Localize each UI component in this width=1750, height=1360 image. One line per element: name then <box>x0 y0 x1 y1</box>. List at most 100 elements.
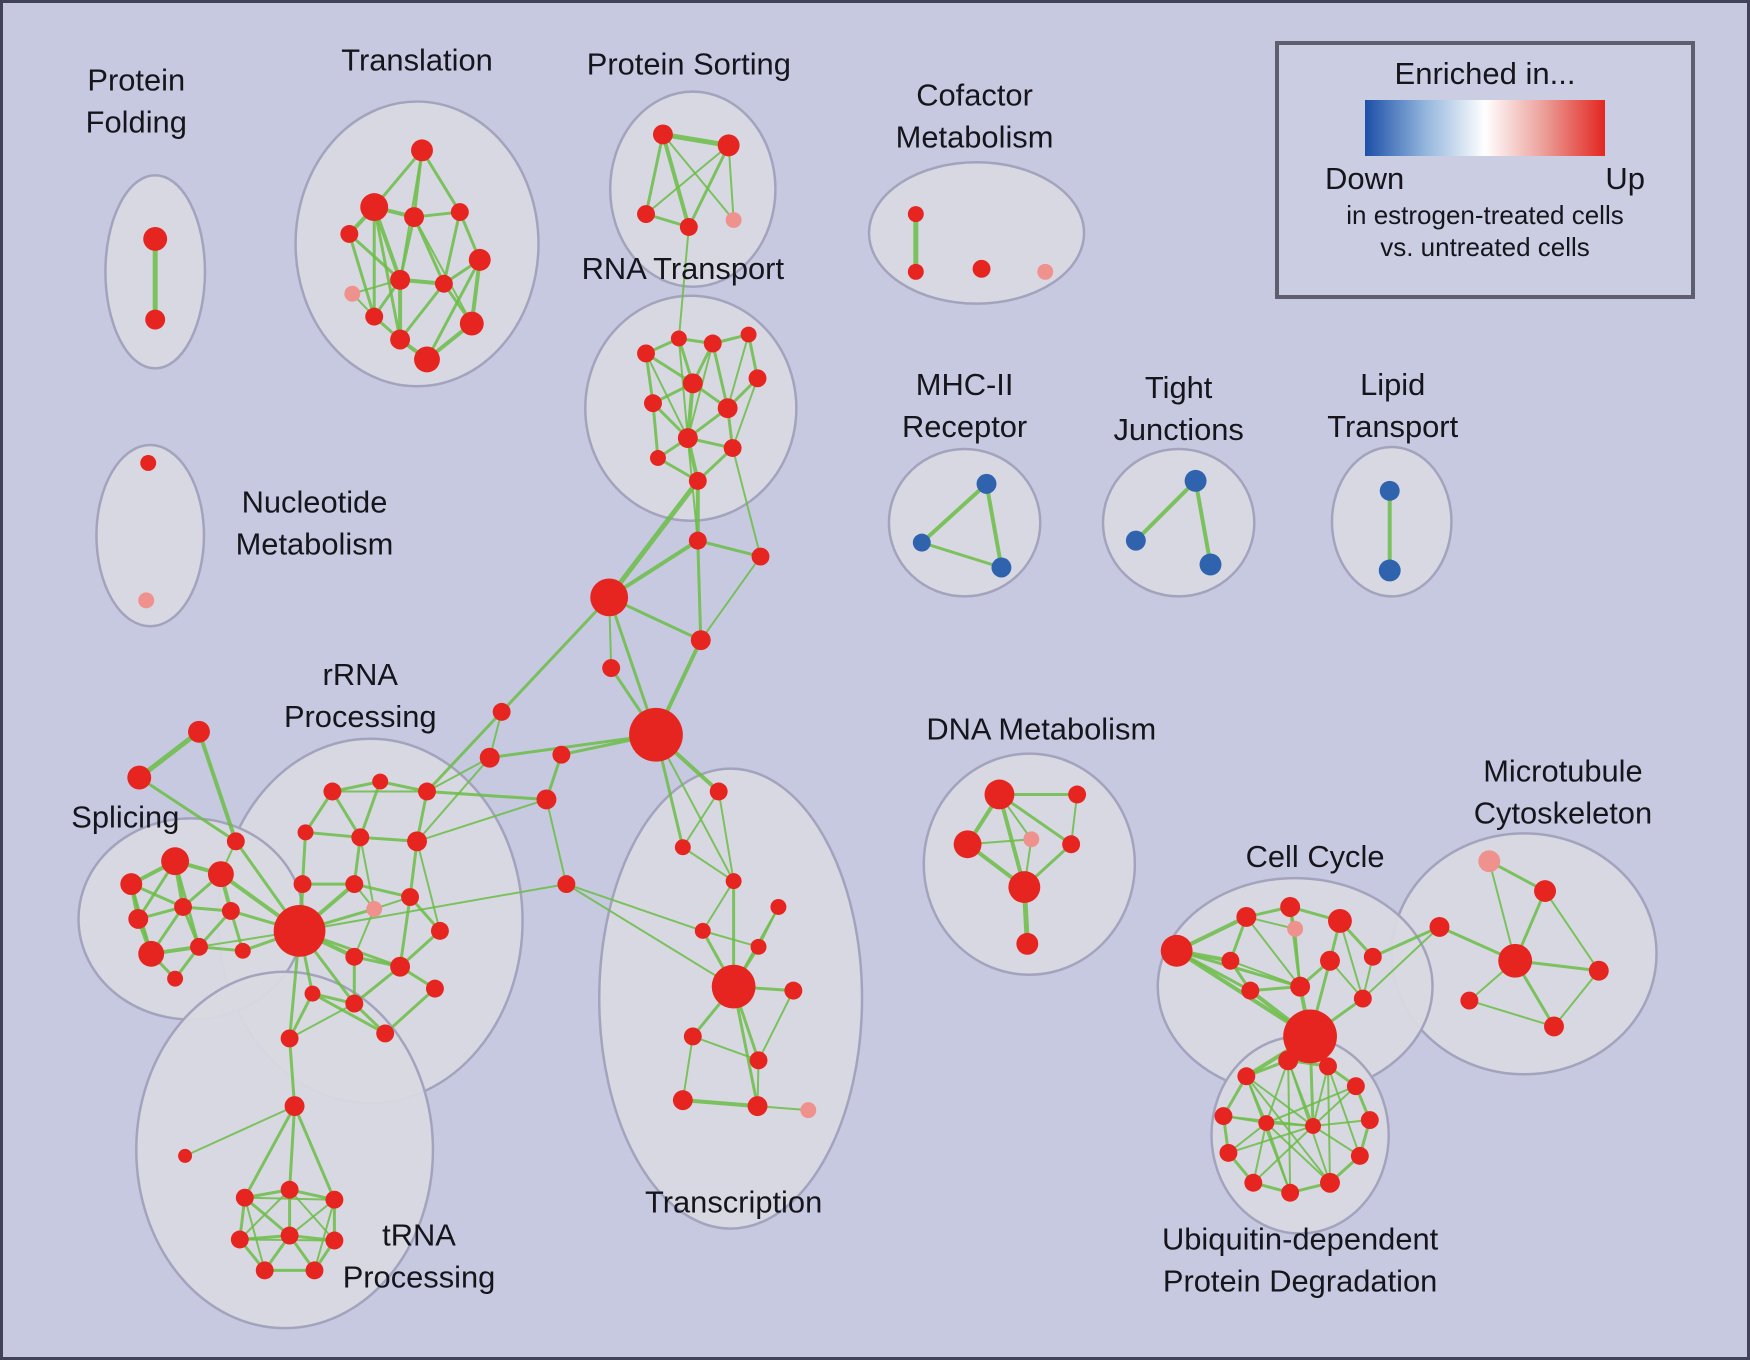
legend-down-label: Down <box>1325 161 1405 197</box>
node-t10 <box>390 329 411 350</box>
edge-tn6-tn11 <box>313 1198 336 1272</box>
edge-mc1-mc4 <box>1488 860 1517 962</box>
node-ps3 <box>637 205 655 224</box>
edge-ub10-ub13 <box>1227 1125 1315 1154</box>
node-ub6 <box>1350 1146 1369 1165</box>
node-rt8 <box>717 398 738 419</box>
node-tn5 <box>280 1180 299 1199</box>
edge-c3-d1 <box>500 595 611 714</box>
node-tn8 <box>280 1226 299 1245</box>
edge-cc4-cc12 <box>1338 919 1364 1000</box>
cluster-ellipse-dna-metabolism <box>922 752 1137 976</box>
edge-tj1-tj3 <box>1193 478 1213 567</box>
node-rr18 <box>376 1024 395 1043</box>
node-lt1 <box>1379 480 1400 501</box>
edge-tn1-tn3 <box>288 1036 297 1108</box>
edge-ub5-ub13 <box>1312 1119 1371 1128</box>
node-sp5 <box>174 898 193 916</box>
edge-x1-x3 <box>197 729 238 844</box>
node-mc1 <box>1478 850 1501 873</box>
edge-c8-c9 <box>545 798 568 886</box>
edge-tn4-tn8 <box>243 1196 292 1238</box>
node-d2 <box>479 747 500 768</box>
cluster-ellipse-cofactor-metabolism <box>867 161 1086 305</box>
node-ub10 <box>1219 1143 1238 1162</box>
node-tc8 <box>784 981 803 1000</box>
node-cc7 <box>1320 950 1340 971</box>
node-t13 <box>365 307 384 326</box>
edge-x2-x3 <box>137 776 238 843</box>
legend-up-label: Up <box>1605 161 1645 197</box>
node-dm1 <box>984 779 1015 810</box>
node-sp2 <box>161 847 190 876</box>
node-d1 <box>492 702 511 721</box>
node-cc3 <box>1280 897 1301 917</box>
node-rt6 <box>682 373 703 394</box>
node-tn10 <box>255 1261 274 1280</box>
edge-t2-t10 <box>372 205 402 342</box>
node-ps4 <box>679 218 698 236</box>
edge-c1-c2 <box>696 539 763 559</box>
node-rr14 <box>390 956 411 977</box>
edge-mc2-mc5 <box>1544 890 1600 972</box>
edge-t4-t8 <box>398 215 416 282</box>
edge-tc8-tc10 <box>757 989 795 1062</box>
node-pf2 <box>145 309 166 330</box>
node-tn3 <box>284 1096 305 1117</box>
edge-mh2-mh3 <box>920 541 1003 569</box>
edge-d1-rr3 <box>425 710 504 793</box>
edge-mh1-mh2 <box>919 481 989 545</box>
edge-tn4-tn10 <box>243 1196 266 1272</box>
node-cc8 <box>1363 947 1382 966</box>
edge-rr8-rr11 <box>352 882 412 899</box>
edge-ub4-ub12 <box>1265 1085 1357 1125</box>
node-rr4 <box>297 824 314 841</box>
cluster-label-translation: Translation <box>341 43 493 78</box>
node-t9 <box>434 274 453 293</box>
edge-d2-c6 <box>488 733 658 760</box>
node-cc6 <box>1287 920 1304 937</box>
node-cc5 <box>1221 951 1240 970</box>
legend-title: Enriched in... <box>1394 56 1576 91</box>
node-cc1 <box>1160 934 1193 967</box>
node-rt3 <box>703 334 722 353</box>
node-tj2 <box>1125 530 1146 551</box>
node-tc6 <box>750 938 767 955</box>
node-t11 <box>459 311 484 336</box>
node-t2 <box>360 193 389 222</box>
node-sp1 <box>120 873 143 896</box>
node-t7 <box>344 285 361 302</box>
node-tn1 <box>280 1029 299 1048</box>
node-ub3 <box>1319 1057 1337 1076</box>
edge-rt3-rt8 <box>711 341 730 410</box>
edge-tc11-tc12 <box>680 1098 760 1109</box>
node-mc7 <box>1544 1016 1564 1037</box>
node-rr16 <box>345 994 364 1013</box>
node-tc3 <box>725 873 742 890</box>
edge-rr17-rr18 <box>310 992 387 1035</box>
node-tc7 <box>711 964 756 1009</box>
edge-cc8-mc3 <box>1371 925 1441 959</box>
cluster-ellipse-tight-junctions <box>1101 447 1256 598</box>
node-tn7 <box>230 1230 249 1249</box>
node-cc11 <box>1283 1009 1337 1064</box>
edge-tc3-tc5 <box>701 880 735 932</box>
edge-t4-t11 <box>413 216 473 325</box>
node-sp8 <box>190 937 208 956</box>
node-tc12 <box>747 1096 768 1117</box>
edge-ub3-ub6 <box>1326 1065 1361 1157</box>
node-ub8 <box>1281 1183 1300 1202</box>
edge-tc9-tc11 <box>681 1035 694 1102</box>
edge-rr11-rr14 <box>398 895 412 969</box>
node-rt7 <box>644 394 662 413</box>
node-rr9 <box>273 905 326 957</box>
node-rt2 <box>670 330 687 347</box>
node-tn9 <box>325 1231 344 1250</box>
node-c4 <box>690 630 711 651</box>
cluster-ellipse-trna-processing <box>135 970 435 1330</box>
